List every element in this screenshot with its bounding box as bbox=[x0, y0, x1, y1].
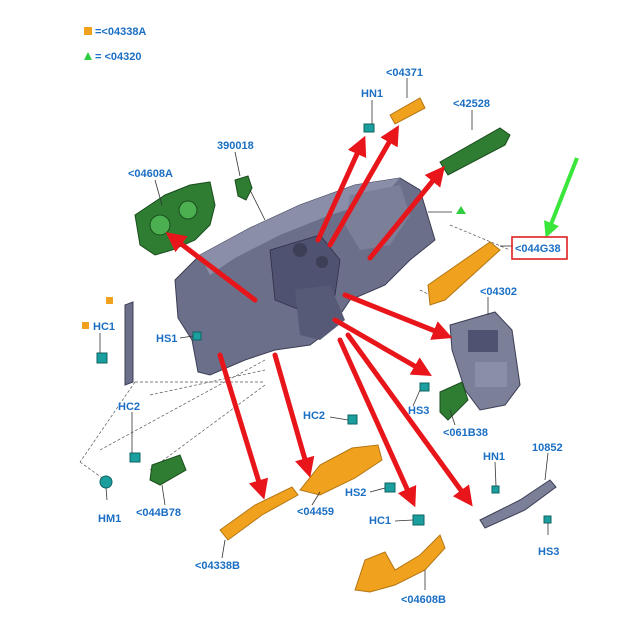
legend-green-label: = <04320 bbox=[95, 51, 142, 63]
part-hm1 bbox=[99, 475, 113, 489]
leader-lines bbox=[99, 78, 549, 590]
part-left-rod bbox=[124, 301, 134, 386]
part-390018 bbox=[234, 175, 253, 201]
legend-green-triangle-icon bbox=[84, 52, 92, 60]
part-42528 bbox=[439, 127, 511, 176]
label-hm1: HM1 bbox=[98, 513, 121, 525]
part-hc2-left bbox=[129, 452, 141, 463]
part-044B78 bbox=[149, 454, 187, 486]
part-hn1-top bbox=[363, 123, 375, 133]
label-hc2-mid: HC2 bbox=[303, 410, 325, 422]
label-hs2: HS2 bbox=[345, 487, 366, 499]
label-04459: <04459 bbox=[297, 506, 334, 518]
part-hn1-right bbox=[491, 485, 500, 494]
label-hn1-top: HN1 bbox=[361, 88, 383, 100]
part-04459 bbox=[299, 444, 383, 496]
part-hc1-bottom bbox=[412, 514, 425, 526]
dashboard-triangle-marker-icon bbox=[456, 206, 466, 214]
label-061B38: <061B38 bbox=[443, 427, 488, 439]
label-hs1: HS1 bbox=[156, 333, 177, 345]
label-hn1-right: HN1 bbox=[483, 451, 505, 463]
part-04608A bbox=[134, 181, 216, 256]
label-044B78: <044B78 bbox=[136, 507, 181, 519]
legend-orange-label: =<04338A bbox=[95, 26, 146, 38]
legend-orange-square-icon bbox=[84, 27, 92, 35]
part-hs3-right bbox=[543, 515, 552, 524]
label-hc1-left: HC1 bbox=[93, 321, 115, 333]
label-04302: <04302 bbox=[480, 286, 517, 298]
label-10852: 10852 bbox=[532, 442, 563, 454]
part-04371 bbox=[389, 97, 426, 125]
label-390018: 390018 bbox=[217, 140, 254, 152]
label-hc2-left: HC2 bbox=[118, 401, 140, 413]
green-arrow bbox=[544, 157, 579, 238]
part-061B38 bbox=[439, 381, 469, 421]
part-hc2-mid bbox=[347, 414, 358, 425]
part-04302 bbox=[449, 311, 521, 411]
part-hs1 bbox=[192, 331, 202, 341]
callout-box-044G38 bbox=[511, 236, 568, 260]
label-04608B: <04608B bbox=[401, 594, 446, 606]
part-hs2 bbox=[384, 482, 396, 493]
dashboard-panel bbox=[174, 177, 436, 376]
red-arrows bbox=[165, 125, 473, 508]
label-hs3-right: HS3 bbox=[538, 546, 559, 558]
label-hc1-bottom: HC1 bbox=[369, 515, 391, 527]
label-04338B: <04338B bbox=[195, 560, 240, 572]
part-hc1-left bbox=[96, 352, 108, 364]
part-04338B bbox=[219, 486, 299, 541]
part-hs3-mid bbox=[419, 382, 430, 392]
label-044G38: <044G38 bbox=[515, 243, 561, 255]
label-04608A: <04608A bbox=[128, 168, 173, 180]
label-04371: <04371 bbox=[386, 67, 423, 79]
label-hc1-left-marker-icon bbox=[82, 322, 89, 329]
part-044G38 bbox=[427, 241, 501, 306]
legend-marker-rod-icon bbox=[106, 297, 113, 304]
part-04608B bbox=[354, 534, 446, 593]
part-10852 bbox=[479, 479, 557, 529]
label-42528: <42528 bbox=[453, 98, 490, 110]
label-hs3-mid: HS3 bbox=[408, 405, 429, 417]
